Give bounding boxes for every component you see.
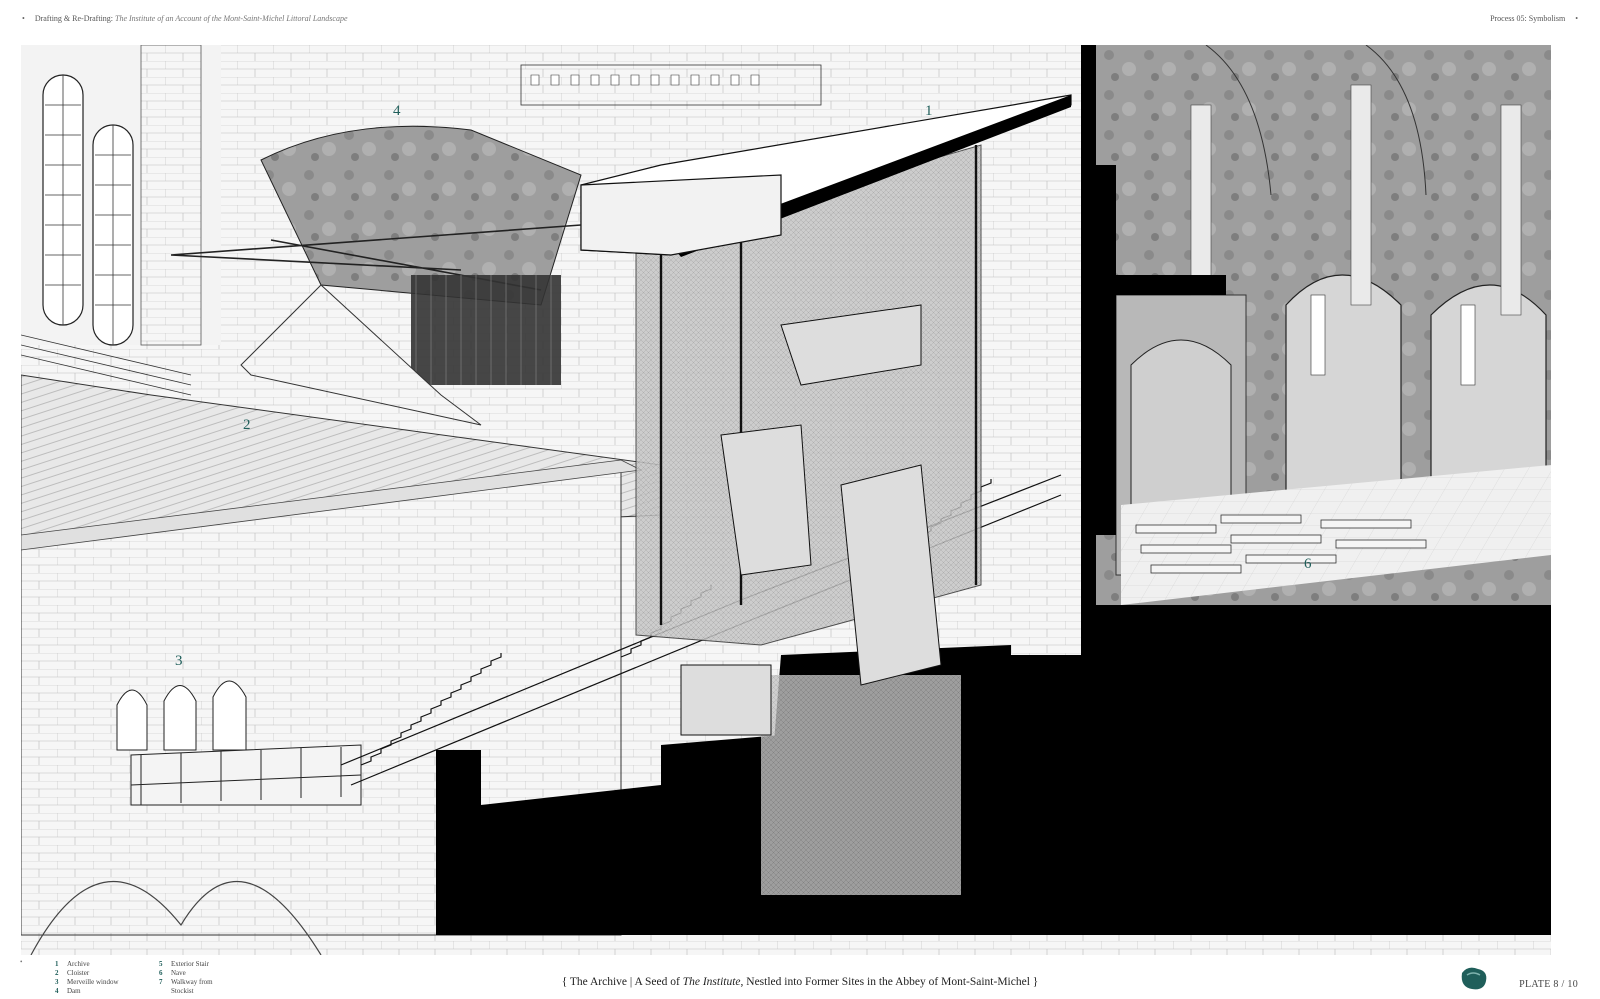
callout-exterior-stair: 5 — [1004, 45, 1012, 48]
drawing-svg — [21, 45, 1551, 955]
roof-railing — [21, 334, 192, 396]
balcony — [130, 744, 362, 806]
callout-cloister: 2 — [243, 417, 251, 433]
merveille-windows — [116, 680, 247, 751]
caption-open: { The Archive | A Seed of — [561, 976, 683, 988]
lower-arch — [30, 880, 322, 955]
nave-interior — [1096, 45, 1551, 605]
archive-lower — [761, 675, 961, 895]
bullet-icon: • — [22, 14, 25, 23]
header-title: Drafting & Re-Drafting: — [34, 14, 114, 23]
plate-caption: { The Archive | A Seed of The Institute,… — [0, 976, 1600, 988]
archive-roof-slab — [580, 94, 1072, 257]
seal-logo-icon — [1461, 967, 1487, 990]
caption-italic: The Institute — [682, 976, 741, 988]
header-right: Process 05: Symbolism • — [1490, 14, 1578, 23]
callout-nave: 6 — [1304, 556, 1312, 572]
legend-item: Stockist — [171, 987, 194, 995]
caption-close: , Nestled into Former Sites in the Abbey… — [740, 976, 1039, 988]
left-tower — [21, 45, 221, 346]
section-cut-left — [436, 735, 781, 935]
bullet-icon: • — [1575, 14, 1578, 23]
header-left: • Drafting & Re-Drafting: The Institute … — [22, 14, 348, 23]
architectural-section-drawing: 1 2 3 4 5 6 — [21, 45, 1551, 955]
section-cut-right — [1096, 555, 1551, 935]
plate-number: PLATE 8 / 10 — [1519, 979, 1578, 990]
callout-archive: 1 — [925, 103, 933, 119]
callout-merveille-window: 3 — [175, 653, 183, 669]
archive-stairs — [680, 304, 942, 736]
gable-wall — [240, 284, 482, 426]
margin-dot-left: • — [20, 958, 23, 966]
callout-dam: 4 — [393, 103, 401, 119]
header-subtitle: The Institute of an Account of the Mont-… — [115, 14, 348, 23]
process-title: Process 05: Symbolism — [1490, 14, 1566, 23]
dam-canopy — [170, 125, 582, 385]
